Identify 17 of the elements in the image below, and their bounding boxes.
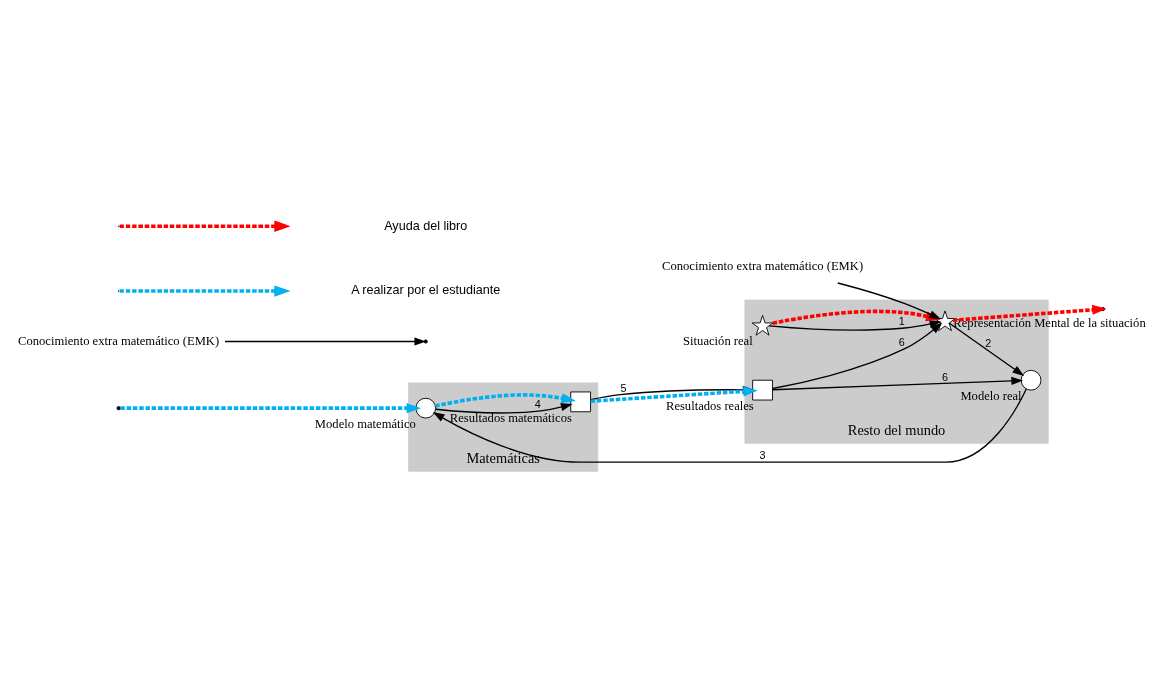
node-text: Conocimiento extra matemático (EMK) [18,333,220,348]
node-label: Modelo real [960,389,1022,404]
node-label: Situación real [683,334,753,349]
node-text: Conocimiento extra matemático (EMK) [662,259,864,274]
node-label: Resultados matemáticos [449,410,572,425]
edge-label: 3 [759,449,766,462]
edge-label: 5 [620,381,627,394]
edge-label: 1 [898,314,905,327]
node-label: Resultados reales [665,399,754,414]
edge-label: 6 [942,370,949,383]
edge-label: 2 [985,336,992,349]
node-label: Representación Mental de la situación [953,316,1146,331]
legend-label: Ayuda del libro [384,218,468,233]
legend-label: A realizar por el estudiante [351,283,501,298]
edge-label: 6 [898,335,905,348]
node-label: Modelo matemático [314,417,416,432]
edge-label: 4 [534,397,541,410]
